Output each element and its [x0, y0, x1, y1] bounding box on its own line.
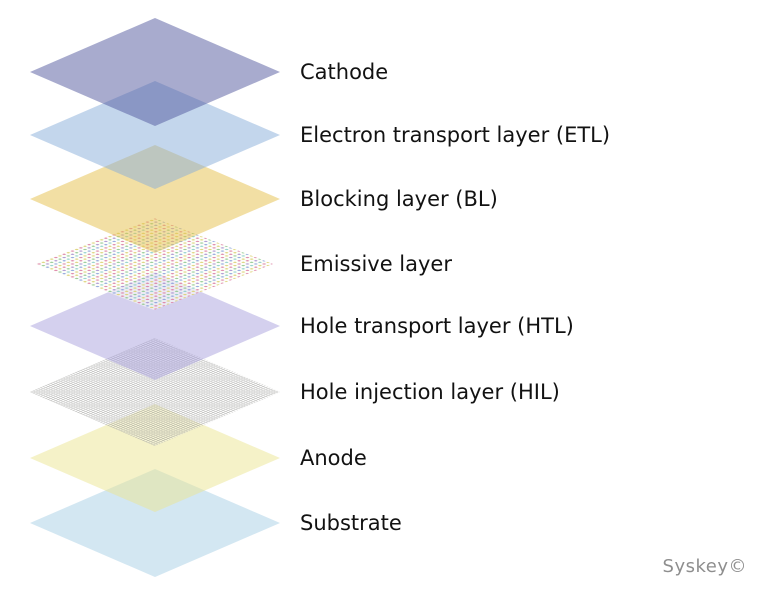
layer-label-cathode: Cathode	[300, 60, 389, 84]
layer-htl	[30, 272, 280, 380]
hil-mesh	[30, 337, 280, 447]
layer-label-emissive: Emissive layer	[300, 252, 452, 276]
layer-cathode	[30, 18, 280, 126]
layer-label-substrate: Substrate	[300, 511, 402, 535]
watermark: Syskey©	[662, 556, 747, 577]
layer-blocking	[30, 145, 280, 253]
layer-substrate	[30, 469, 280, 577]
layer-label-hil: Hole injection layer (HIL)	[300, 380, 560, 404]
layer-etl	[30, 81, 280, 189]
layer-label-anode: Anode	[300, 446, 367, 470]
layer-label-blocking: Blocking layer (BL)	[300, 187, 498, 211]
layer-label-htl: Hole transport layer (HTL)	[300, 314, 574, 338]
layer-hil	[30, 337, 280, 447]
layer-label-etl: Electron transport layer (ETL)	[300, 123, 611, 147]
layer-anode	[30, 404, 280, 512]
